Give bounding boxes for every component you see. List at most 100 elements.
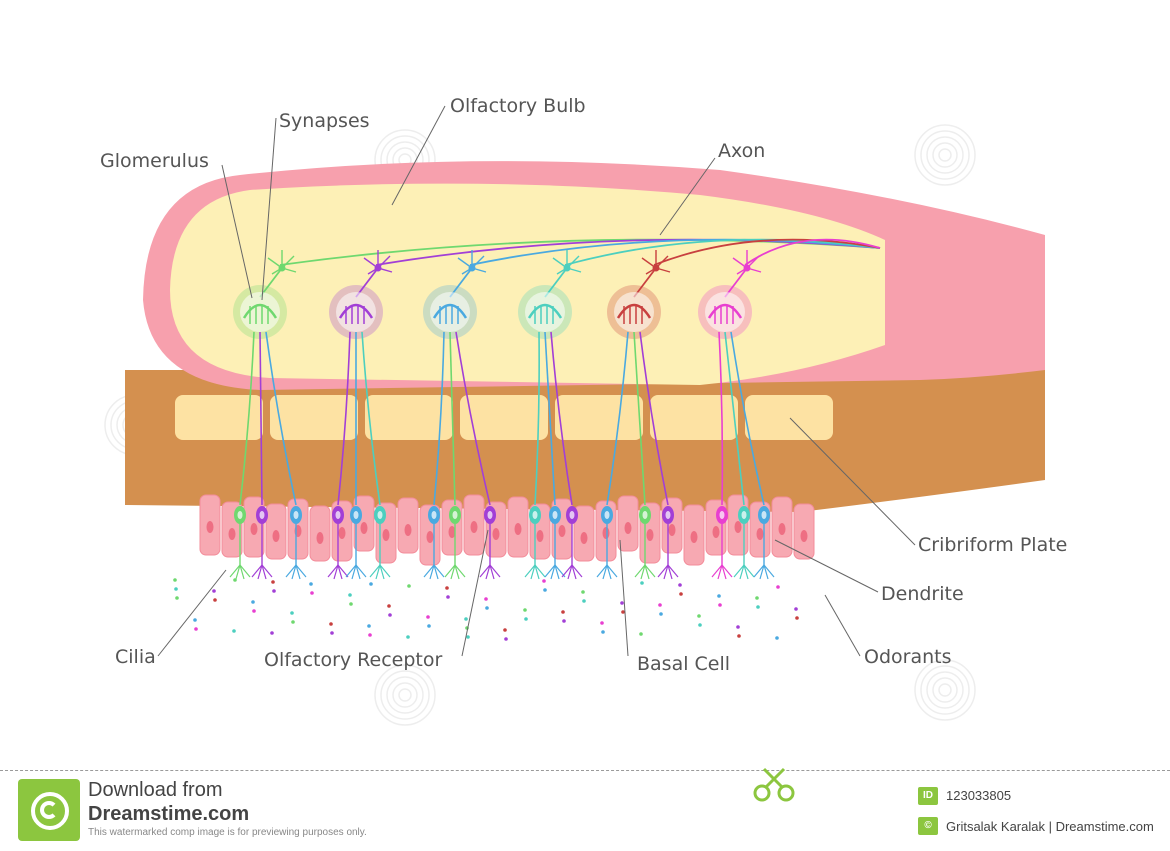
odorant-dot (582, 599, 586, 603)
receptor-nucleus (377, 511, 383, 519)
receptor-cilium (454, 564, 466, 578)
epithelial-nucleus (228, 528, 236, 540)
receptor-cilium (550, 564, 556, 580)
odorant-dot (756, 605, 760, 609)
odorant-dot (523, 608, 527, 612)
odorant-dot (252, 609, 256, 613)
cribriform-cell (555, 395, 643, 440)
odorant-dot (718, 603, 722, 607)
glomerulus-core (525, 292, 565, 332)
leader-olfactory-receptor (461, 529, 489, 657)
odorant-dot (349, 602, 353, 606)
watermark-swirl-ring (374, 664, 436, 726)
odorant-dot (310, 591, 314, 595)
receptor-cilium (759, 564, 765, 580)
epithelial-nucleus (338, 527, 346, 539)
epithelial-nucleus (602, 527, 610, 539)
odorant-dot (291, 620, 295, 624)
receptor-cilium (743, 564, 749, 580)
axon-line (564, 238, 881, 266)
label-cribriform-plate: Cribriform Plate (918, 534, 1068, 556)
receptor-nucleus (431, 511, 437, 519)
cribriform-cell (650, 395, 738, 440)
mitral-branch (746, 255, 760, 269)
receptor-cilium (375, 564, 381, 580)
receptor-cilium (721, 564, 727, 580)
receptor-cilium (261, 564, 267, 580)
receptor-cilium (524, 564, 536, 578)
watermark-swirl-ring (386, 676, 424, 714)
receptor-cilium (606, 564, 618, 578)
label-glomerulus: Glomerulus (100, 150, 209, 172)
cribriform-cell (270, 395, 358, 440)
odorant-dot (194, 627, 198, 631)
receptor-axon (239, 331, 255, 506)
odorant-dot (464, 617, 468, 621)
odorant-dot (446, 595, 450, 599)
leader-glomerulus (221, 164, 253, 299)
odorant-dot (484, 597, 488, 601)
receptor-cilium (640, 564, 646, 580)
leader-synapses (261, 117, 277, 301)
copyright-badge: © (918, 817, 938, 835)
receptor-cilium (337, 564, 349, 578)
epithelial-nucleus (404, 524, 412, 536)
glomerulus-core (705, 292, 745, 332)
epithelial-nucleus (250, 523, 258, 535)
receptor-cilium (667, 564, 679, 578)
watermark-swirl-ring (938, 148, 952, 162)
odorant-dot (698, 623, 702, 627)
site-name[interactable]: Dreamstime.com (88, 803, 250, 825)
odorant-dot (776, 585, 780, 589)
label-olfactory-receptor: Olfactory Receptor (264, 649, 443, 671)
watermark-swirl-ring (938, 683, 952, 697)
odorant-dot (543, 588, 547, 592)
odorant-dot (407, 584, 411, 588)
receptor-cilium (763, 564, 769, 580)
odorant-dot (445, 586, 449, 590)
receptor-nucleus (335, 511, 341, 519)
odorant-dot (330, 631, 334, 635)
receptor-axon (265, 331, 297, 506)
mitral-dendrite (544, 267, 568, 298)
mitral-branch (556, 267, 568, 275)
mitral-branch (641, 257, 657, 269)
label-axon: Axon (718, 140, 766, 162)
watermark-swirl-ring (380, 670, 430, 720)
odorant-dot (639, 632, 643, 636)
label-cilia: Cilia (115, 646, 156, 668)
glomerulus-arc (338, 303, 374, 319)
watermark-swirl-ring (920, 130, 970, 180)
mitral-branch (552, 257, 568, 269)
epithelial-nucleus (536, 530, 544, 542)
mitral-branch (645, 267, 657, 275)
label-dendrite: Dendrite (881, 583, 964, 605)
receptor-cilium (485, 564, 491, 580)
odorant-dot (562, 619, 566, 623)
odorant-dot (524, 617, 528, 621)
id-badge: ID (918, 787, 938, 805)
label-synapses: Synapses (279, 110, 370, 132)
mitral-branch (471, 255, 485, 269)
dreamstime-logo-icon (18, 779, 80, 841)
odorant-dot (271, 580, 275, 584)
receptor-cilium (450, 564, 456, 580)
glomerulus-arc (527, 303, 563, 319)
leader-lines (157, 105, 916, 657)
odorant-dot (233, 578, 237, 582)
watermark-swirl-ring (926, 136, 964, 174)
odorant-dot (679, 592, 683, 596)
odorant-dot (272, 589, 276, 593)
receptor-cilium (235, 564, 241, 580)
author-credit[interactable]: Gritsalak Karalak | Dreamstime.com (946, 819, 1154, 834)
label-basal-cell: Basal Cell (637, 653, 731, 675)
receptor-nucleus (293, 511, 299, 519)
odorant-dot (193, 618, 197, 622)
mitral-dendrite (355, 267, 379, 298)
receptor-cilium (423, 564, 435, 578)
odorant-dot (542, 579, 546, 583)
receptor-axon (633, 331, 646, 506)
scissors-icon (753, 767, 795, 802)
leader-cribriform-plate (789, 417, 916, 546)
